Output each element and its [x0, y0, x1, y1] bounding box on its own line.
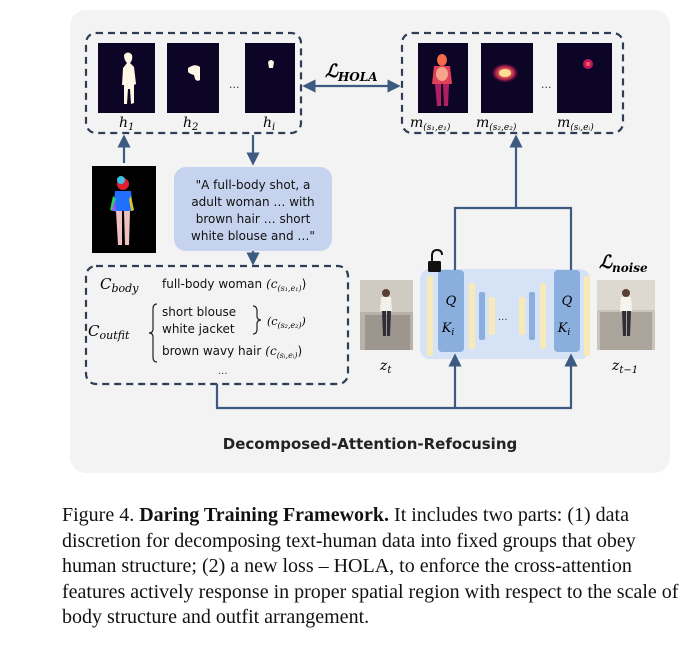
prompt-line-2: adult woman … with: [191, 195, 314, 209]
unlocked-padlock-icon: [428, 248, 443, 272]
unet-block-blue-1: [479, 292, 485, 340]
unet-block-yellow-6: [584, 276, 590, 356]
caption-bold: Daring Training Framework.: [139, 504, 390, 526]
outfit-item-1: short blouse: [162, 305, 236, 319]
label-h2: h2: [183, 115, 198, 133]
unet-attn-block-right: [554, 270, 580, 352]
heatmap-m1: [418, 43, 468, 113]
prompt-line-1: "A full-body shot, a: [196, 178, 311, 192]
left-ellipsis: ...: [229, 78, 240, 91]
c-body-label: Cbody: [100, 275, 139, 295]
unet-block-blue-2: [529, 292, 535, 340]
unet-dots: ...: [498, 312, 508, 323]
label-zt-minus-1: zt−1: [611, 358, 638, 376]
outfit-dots: ...: [218, 366, 228, 377]
loss-noise-label: ℒnoise: [599, 252, 648, 275]
unet-k-left: Ki: [441, 321, 455, 338]
loss-hola-label: ℒHOLA: [325, 61, 378, 84]
heatmap-m2: [481, 43, 533, 113]
figure-title: Decomposed-Attention-Refocusing: [223, 435, 518, 453]
photo-zt-minus-1: [597, 280, 655, 350]
photo-zt: [360, 280, 413, 350]
conditions-to-attn-line: [215, 353, 578, 410]
heatmap-h2: [167, 43, 219, 113]
unet-block-yellow-3: [489, 297, 495, 335]
outfit-inner-brace: [252, 305, 262, 335]
heatmap-hi: [245, 43, 295, 113]
heatmap-mi: [557, 43, 612, 113]
label-m2: m(s₂,e₂): [476, 115, 517, 133]
label-h1: h1: [119, 115, 134, 133]
c-outfit-label: Coutfit: [88, 322, 130, 342]
unet-block-yellow-5: [540, 283, 546, 349]
caption-text: It includes two parts: (1) data discreti…: [62, 504, 679, 629]
outfit-item-3: brown wavy hair(c(sᵢ,eᵢ)): [162, 344, 302, 360]
c-body-text: full-body woman(c(s₁,e₁)): [162, 277, 306, 293]
label-zt: zt: [379, 358, 392, 376]
outfit-idx-2: (c(s₂,e₂)): [267, 315, 306, 330]
left-heatmap-box: [84, 31, 303, 135]
outfit-item-2: white jacket: [162, 322, 235, 336]
label-m1: m(s₁,e₁): [410, 115, 451, 133]
unet-attn-block-left: [438, 270, 464, 352]
prompt-line-3: brown hair … short: [196, 212, 311, 226]
unet-k-right: Ki: [557, 321, 571, 338]
unet-block-yellow-4: [519, 297, 525, 335]
heatmap-h1: [98, 43, 155, 113]
unet-block-yellow-2: [469, 283, 475, 349]
prompt-line-4: white blouse and …": [191, 229, 315, 243]
unet-q-right: Q: [562, 294, 573, 309]
label-mi: m(sᵢ,eᵢ): [557, 115, 594, 133]
attn-right-to-heatmap-line: [516, 206, 573, 270]
outfit-brace: [148, 303, 158, 363]
unet-q-left: Q: [446, 294, 457, 309]
unet-block-yellow-1: [427, 276, 433, 356]
caption-label: Figure 4.: [62, 504, 135, 526]
attn-left-to-heatmap-line: [453, 134, 523, 270]
figure-caption: Figure 4. Daring Training Framework. It …: [62, 503, 682, 631]
prompt-box: [174, 167, 332, 251]
right-ellipsis: ...: [541, 78, 552, 91]
framework-figure: ... h1 h2 hi ... m(s₁,e₁) m(s₂,e₂) m: [70, 10, 670, 473]
segmentation-map: [92, 166, 156, 253]
label-hi: hi: [263, 115, 275, 133]
right-heatmap-box: [400, 31, 625, 135]
